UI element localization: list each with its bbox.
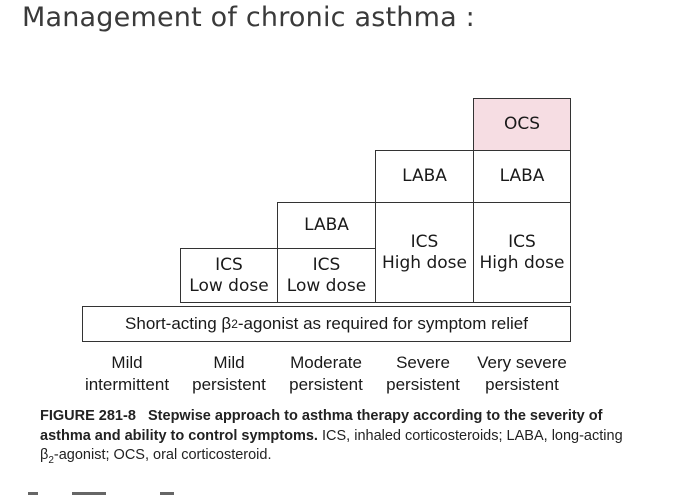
severity-label: Mild persistent [173,352,285,396]
cell-line: ICS [410,231,439,252]
cropped-text-fragment [0,488,200,500]
caption-bold: Stepwise approach to asthma therapy acco… [40,408,603,444]
caption-label: FIGURE 281-8 [40,408,136,424]
severity-line2: intermittent [84,375,170,394]
step2-ics-low-cell: ICS Low dose [277,248,376,303]
slide-title: Management of chronic asthma : [22,2,475,33]
severity-line1: Very severe [477,353,567,372]
cell-line: Low dose [286,275,367,296]
step1-ics-low-cell: ICS Low dose [180,248,278,303]
severity-label: Very severe persistent [466,352,578,396]
cell-line: LABA [304,215,349,235]
severity-line2: persistent [386,375,460,394]
step2-laba-cell: LABA [277,202,376,249]
reliever-subscript: 2 [231,317,238,331]
step4-laba-cell: LABA [473,150,571,203]
severity-label: Severe persistent [367,352,479,396]
step4-ocs-cell: OCS [473,98,571,151]
severity-line1: Mild [213,353,245,372]
cell-line: OCS [503,114,541,134]
caption-text: -agonist; OCS, oral corticosteroid. [53,447,272,463]
severity-line2: persistent [192,375,266,394]
reliever-suffix: -agonist as required for symptom relief [237,314,528,333]
cell-line: High dose [382,252,467,273]
cell-line: LABA [402,166,447,186]
caption-subscript: 2 [48,454,54,466]
severity-label: Moderate persistent [270,352,382,396]
reliever-prefix: Short-acting β [125,314,232,333]
step4-ics-high-cell: ICS High dose [473,202,571,303]
cell-line: Low dose [189,275,269,296]
cell-line: ICS [508,231,536,252]
severity-line1: Moderate [290,353,362,372]
severity-line2: persistent [289,375,363,394]
severity-line1: Mild [111,353,143,372]
caption-text: ICS, inhaled corticosteroids; LABA, long… [40,427,623,464]
figure-caption: FIGURE 281-8 Stepwise approach to asthma… [40,407,640,470]
cell-line: ICS [312,254,341,275]
cell-line: ICS [215,254,243,275]
step3-ics-high-cell: ICS High dose [375,202,474,303]
cell-line: LABA [499,166,545,186]
severity-line2: persistent [485,375,559,394]
severity-line1: Severe [396,353,450,372]
step3-laba-cell: LABA [375,150,474,203]
severity-label: Mild intermittent [71,352,183,396]
cell-line: High dose [479,252,565,273]
